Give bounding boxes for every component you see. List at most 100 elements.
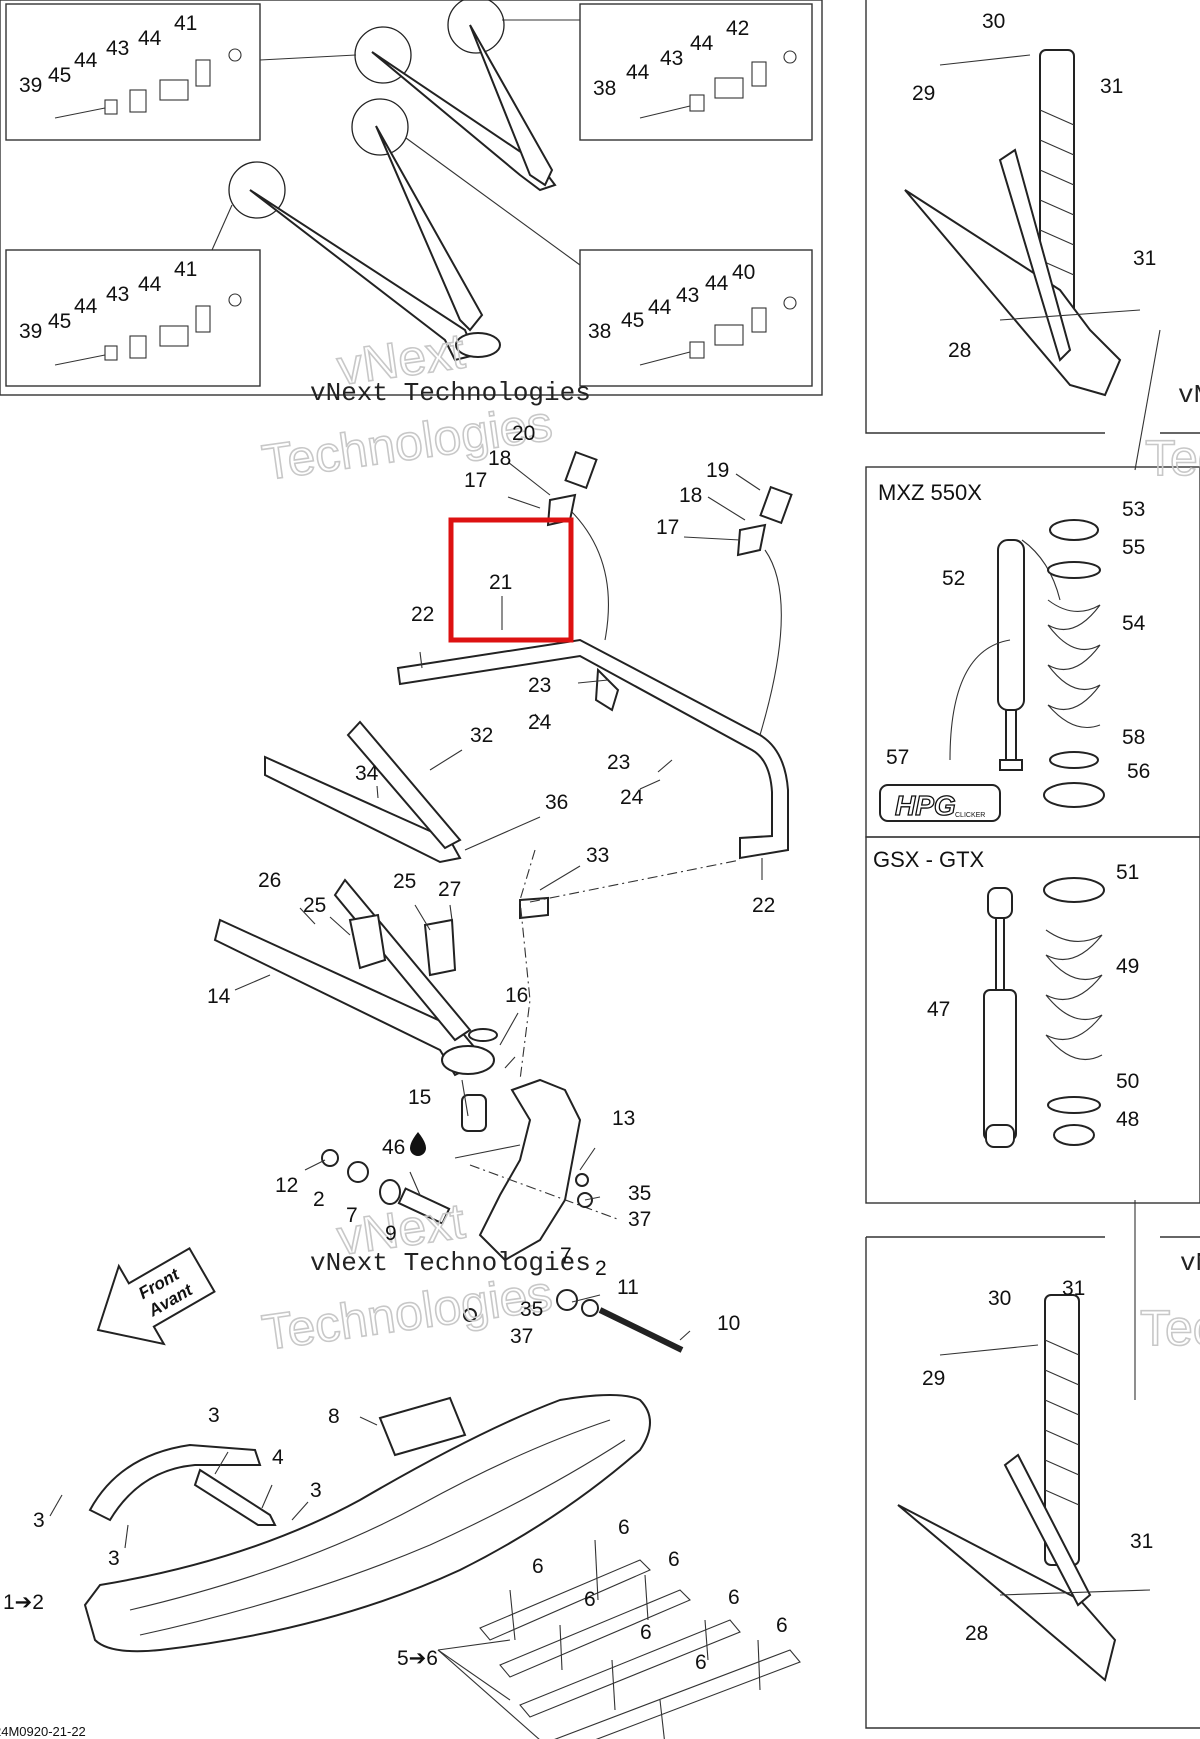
part-label: 36 — [545, 791, 568, 814]
part-label: 32 — [470, 724, 493, 747]
detail-box-3 — [5, 249, 261, 387]
part-label: 14 — [207, 985, 231, 1008]
part-label: 24 — [620, 786, 644, 809]
part-label: 55 — [1122, 536, 1145, 559]
part-label: 20 — [512, 422, 535, 445]
part-label: 7 — [346, 1204, 358, 1227]
part-label: 3 — [33, 1509, 45, 1532]
part-label: 3 — [108, 1547, 120, 1570]
part-label: 25 — [303, 894, 326, 917]
ski — [83, 1394, 651, 1653]
part-label: 43 — [660, 47, 683, 70]
svg-text:vNext: vNext — [1178, 380, 1200, 410]
part-label: 38 — [593, 77, 616, 100]
svg-text:Technologies: Technologies — [1145, 430, 1200, 486]
part-label: 23 — [528, 674, 551, 697]
detail-box-1 — [5, 3, 261, 141]
part-label: 38 — [588, 320, 611, 343]
part-label: 29 — [922, 1367, 945, 1390]
part-label: 12 — [275, 1174, 298, 1197]
hpg-logo: HPG CLICKER — [879, 784, 1001, 822]
part-label: 35 — [520, 1298, 543, 1321]
part-label: 29 — [912, 82, 935, 105]
svg-text:CLICKER: CLICKER — [955, 812, 985, 819]
part-label: 9 — [385, 1222, 397, 1245]
gsx-spring — [1043, 877, 1105, 1146]
part-label: 58 — [1122, 726, 1145, 749]
part-label: 7 — [560, 1244, 572, 1267]
part-label: 6 — [640, 1621, 652, 1644]
part-label: 18 — [488, 447, 511, 470]
mxz-spring — [1043, 519, 1105, 808]
detail-box-4 — [579, 249, 813, 387]
mxz-panel-title: MXZ 550X — [878, 480, 982, 505]
part-label: 44 — [626, 61, 650, 84]
gsx-panel-title: GSX - GTX — [873, 847, 985, 872]
part-label: 44 — [138, 273, 162, 296]
step-label-ski: 1➔2 — [3, 1591, 44, 1614]
part-label: 37 — [510, 1325, 533, 1348]
ski-handle — [88, 1443, 262, 1522]
part-label: 39 — [19, 74, 42, 97]
part-label: 31 — [1133, 247, 1156, 270]
svg-text:vNext Technologies: vNext Technologies — [310, 1248, 591, 1278]
part-label: 43 — [106, 283, 129, 306]
part-label: 6 — [584, 1588, 596, 1611]
part-label: 31 — [1100, 75, 1123, 98]
svg-text:Technologies: Technologies — [1140, 1300, 1200, 1356]
part-label-46: 46 — [382, 1132, 426, 1159]
part-label: 54 — [1122, 612, 1146, 635]
part-label: 21 — [489, 571, 512, 594]
part-label: 26 — [258, 869, 281, 892]
part-label: 18 — [679, 484, 702, 507]
part-label: 44 — [74, 295, 98, 318]
part-label: 22 — [752, 894, 775, 917]
detail-box-2 — [579, 3, 813, 141]
oil-drop-icon — [410, 1132, 426, 1156]
svg-text:46: 46 — [382, 1136, 405, 1159]
part-label: 57 — [886, 746, 909, 769]
part-label: 6 — [668, 1548, 680, 1571]
part-label: 24 — [528, 711, 552, 734]
drawing-code: 24M0920-21-22 — [0, 1724, 86, 1739]
part-labels: 3 3 3 3 4 6 6 6 6 6 6 6 6 8 10 11 2 7 35… — [3, 10, 1156, 1674]
part-label: 15 — [408, 1086, 431, 1109]
shock-bottom — [897, 1294, 1151, 1682]
part-label: 47 — [927, 998, 950, 1021]
part-label: 31 — [1062, 1277, 1085, 1300]
part-label: 51 — [1116, 861, 1139, 884]
part-label: 28 — [948, 339, 971, 362]
part-label: 27 — [438, 878, 461, 901]
part-label: 23 — [607, 751, 630, 774]
part-label: 44 — [690, 32, 714, 55]
highlight-box — [448, 517, 574, 643]
part-label: 43 — [676, 284, 699, 307]
part-label: 34 — [355, 762, 379, 785]
gsx-shock — [983, 887, 1017, 1148]
front-arrow: Front Avant — [96, 1246, 216, 1346]
svg-text:vNext: vNext — [1180, 1248, 1200, 1278]
part-label: 42 — [726, 17, 749, 40]
part-label: 53 — [1122, 498, 1145, 521]
part-label: 6 — [532, 1555, 544, 1578]
shock-top — [904, 49, 1141, 397]
step-label-runner: 5➔6 — [397, 1647, 438, 1670]
part-label: 16 — [505, 984, 528, 1007]
part-label: 4 — [272, 1446, 284, 1469]
part-label: 11 — [617, 1276, 639, 1299]
part-label: 45 — [48, 310, 71, 333]
part-label: 37 — [628, 1208, 651, 1231]
ski-assembly — [83, 1394, 801, 1739]
part-label: 56 — [1127, 760, 1150, 783]
part-label: 45 — [48, 64, 71, 87]
upper-a-arm — [264, 755, 462, 864]
part-label: 30 — [982, 10, 1005, 33]
part-label: 17 — [656, 516, 679, 539]
part-label: 33 — [586, 844, 609, 867]
part-label: 6 — [776, 1614, 788, 1637]
part-label: 44 — [648, 296, 672, 319]
part-label: 50 — [1116, 1070, 1139, 1093]
part-label: 44 — [138, 27, 162, 50]
part-label: 6 — [618, 1516, 630, 1539]
part-label: 3 — [310, 1479, 322, 1502]
